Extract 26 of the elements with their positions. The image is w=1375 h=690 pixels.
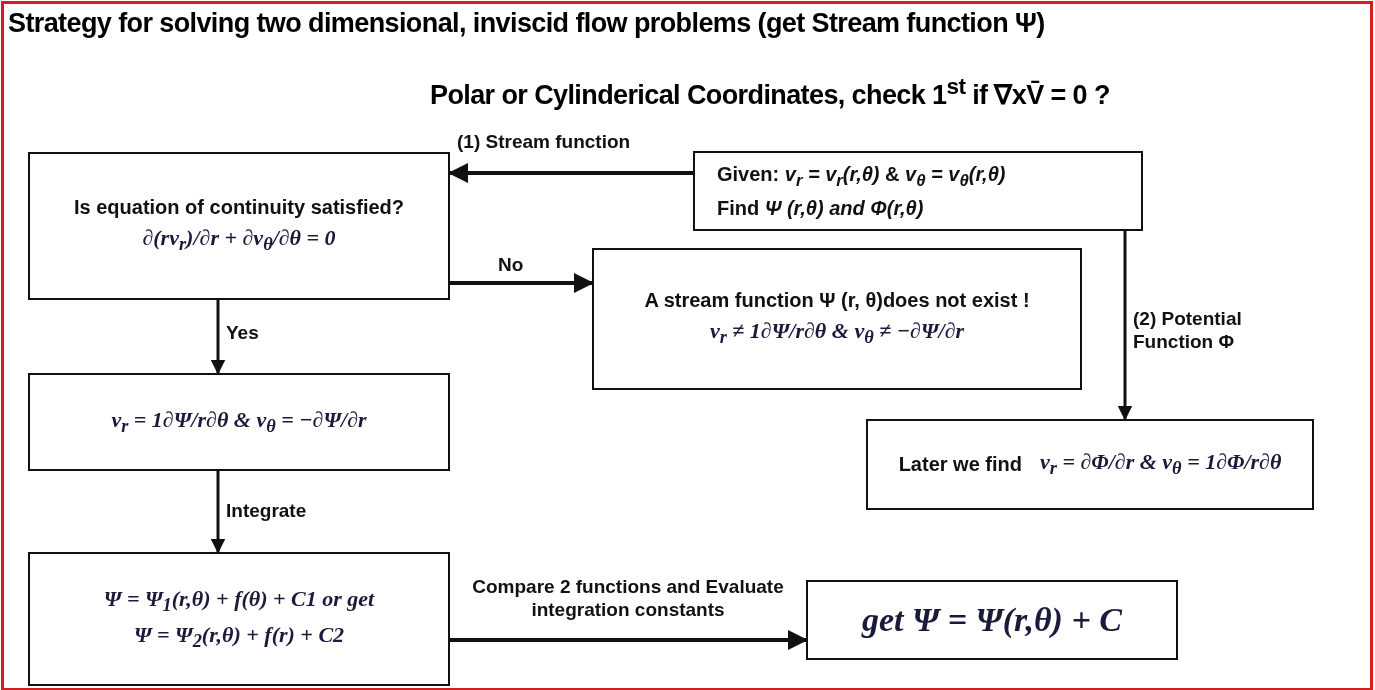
arrow (450, 630, 808, 650)
statement-text: Later we find (898, 453, 1022, 476)
process-box (866, 419, 1314, 510)
arrow (210, 300, 226, 375)
title: Strategy for solving two dimensional, inviscid flow problems (get Stream function Ψ) (8, 8, 1045, 39)
process-box (693, 151, 1143, 231)
statement-text: A stream function Ψ (r, θ)does not exist ! (644, 289, 1030, 313)
velocity-equation: v$_{r}$ = 1∂Ψ/r∂θ & v$_{θ}$ = −∂Ψ/∂r (111, 406, 367, 438)
question-text: Is equation of continuity satisfied? (74, 196, 404, 220)
integration-equation: Ψ = Ψ$_{2}$(r,θ) + f(r) + C2 (133, 622, 345, 653)
process-box (806, 580, 1178, 660)
process-box (28, 552, 450, 686)
result-equation: get Ψ = Ψ(r,θ) + C (862, 601, 1122, 639)
continuity-equation: ∂(rv$_{r}$)/∂r + ∂v$_{θ}$/∂θ = 0 (142, 225, 336, 256)
arrow (450, 273, 594, 293)
arrow (210, 471, 226, 554)
arrow (1117, 231, 1133, 421)
velocity-equation: v$_{r}$ = ∂Φ/∂r & v$_{θ}$ = 1∂Φ/r∂θ (1040, 449, 1282, 480)
given-text: Given: v$_{r}$ = v$_{r}$(r,θ) & v$_{θ}$ = v$_{θ}$(r,θ) (717, 162, 1006, 191)
process-box (592, 248, 1082, 390)
process-box (28, 373, 450, 471)
find-text: Find Ψ (r,θ) and Φ(r,θ) (717, 196, 924, 220)
inequality-equation: v$_{r}$ ≠ 1∂Ψ/r∂θ & v$_{θ}$ ≠ −∂Ψ/∂r (709, 318, 965, 349)
integration-equation: Ψ = Ψ$_{1}$(r,θ) + f(θ) + C1 or get (103, 585, 375, 616)
process-box (28, 152, 450, 300)
subtitle: Polar or Cylinderical Coordinates, check 1$^{st}$ if ∇xV̄ = 0 ? (430, 74, 1110, 111)
